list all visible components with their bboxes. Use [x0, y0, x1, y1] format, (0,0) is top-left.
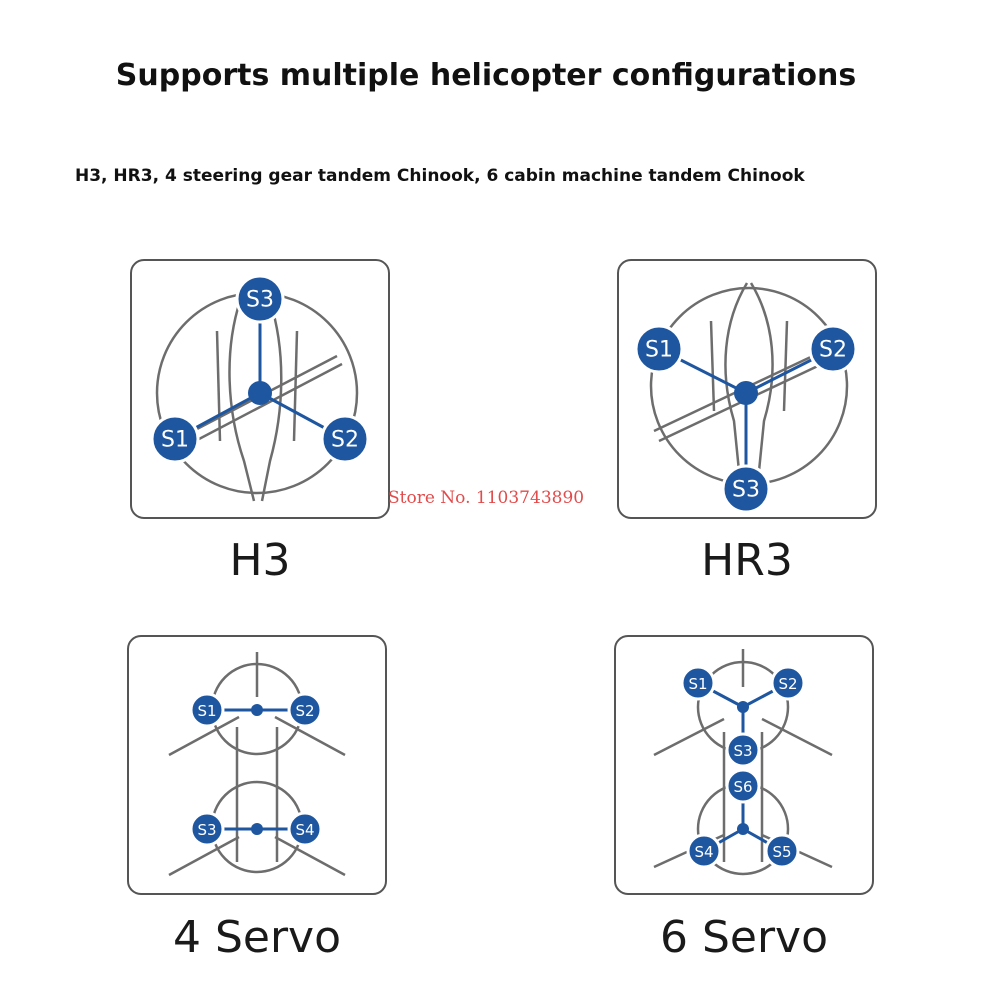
servo6-servo-s5 — [764, 833, 800, 869]
page-subtitle: H3, HR3, 4 steering gear tandem Chinook,… — [75, 166, 805, 186]
servo6-servo-s3 — [725, 732, 761, 768]
panel-hr3: S1 S2 S3 — [617, 259, 877, 519]
panel-h3: S3 S1 S2 — [130, 259, 390, 519]
servo4-front-blades — [168, 652, 346, 757]
servo4-fuselage — [235, 727, 279, 862]
h3-servo-s3-label: S3 — [246, 288, 274, 313]
servo6-servo-s5-label: S5 — [772, 843, 791, 861]
servo4-servo-s2-label: S2 — [295, 702, 314, 720]
servo6-diagram: S1 S2 S3 S6 S4 S5 — [653, 649, 833, 876]
hr3-servo-s1 — [634, 324, 684, 374]
caption-4-servo: 4 Servo — [172, 912, 342, 963]
hr3-servo-s3 — [721, 464, 771, 514]
servo6-servo-s4 — [686, 833, 722, 869]
servo6-front-blades — [653, 649, 833, 757]
servo4-rear-blades — [168, 835, 346, 877]
servo6-servo-s1 — [680, 665, 716, 701]
hr3-servo-s1-label: S1 — [645, 338, 673, 363]
servo6-front-hub — [737, 701, 749, 713]
servo4-front-hub — [251, 704, 263, 716]
h3-skid-left — [215, 330, 222, 442]
servo6-servo-s1-label: S1 — [688, 675, 707, 693]
h3-servo-s2-label: S2 — [331, 428, 359, 453]
h3-servo-s1-label: S1 — [161, 428, 189, 453]
servo6-servo-s3-label: S3 — [733, 742, 752, 760]
panel-4-servo: S1 S2 S3 S4 — [127, 635, 387, 895]
servo6-servo-s6 — [725, 768, 761, 804]
servo4-servo-s1-label: S1 — [197, 702, 216, 720]
servo4-servo-s2 — [287, 692, 323, 728]
servo6-rear-hub — [737, 823, 749, 835]
servo4-servo-s4-label: S4 — [295, 821, 314, 839]
h3-hub — [248, 381, 272, 405]
servo4-servo-s3-label: S3 — [197, 821, 216, 839]
store-watermark: Store No. 1103743890 — [388, 488, 585, 508]
servo4-servo-s4 — [287, 811, 323, 847]
page-title: Supports multiple helicopter configurati… — [115, 58, 857, 93]
servo6-servo-s4-label: S4 — [694, 843, 713, 861]
hr3-servo-s2-label: S2 — [819, 338, 847, 363]
caption-6-servo: 6 Servo — [659, 912, 829, 963]
servo4-servo-s1 — [189, 692, 225, 728]
h3-skid-right — [292, 330, 299, 442]
hr3-diagram: S1 S2 S3 — [634, 282, 858, 514]
hr3-hub — [734, 381, 758, 405]
h3-servo-s3 — [235, 274, 285, 324]
hr3-fuselage — [724, 282, 774, 472]
servo6-servo-s2-label: S2 — [778, 675, 797, 693]
hr3-skid-right — [782, 320, 789, 412]
servo4-diagram: S1 S2 S3 S4 — [168, 652, 346, 877]
caption-h3: H3 — [229, 535, 291, 586]
h3-servo-s2 — [320, 414, 370, 464]
hr3-skid-left — [709, 320, 716, 412]
panel-6-servo: S1 S2 S3 S6 S4 S5 — [614, 635, 874, 895]
h3-diagram: S3 S1 S2 — [150, 274, 370, 502]
hr3-servo-s3-label: S3 — [732, 478, 760, 503]
h3-servo-s1 — [150, 414, 200, 464]
servo4-rear-hub — [251, 823, 263, 835]
h3-fuselage — [228, 300, 283, 502]
hr3-servo-s2 — [808, 324, 858, 374]
servo4-servo-s3 — [189, 811, 225, 847]
caption-hr3: HR3 — [701, 535, 793, 586]
servo6-servo-s6-label: S6 — [733, 778, 752, 796]
servo6-servo-s2 — [770, 665, 806, 701]
servo6-rear-blades — [653, 833, 833, 869]
